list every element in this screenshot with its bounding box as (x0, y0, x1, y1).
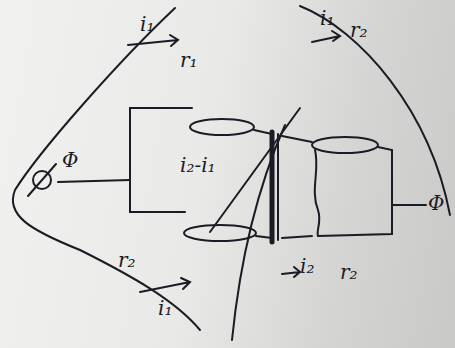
current-arrow (128, 35, 178, 46)
loop-curve (300, 6, 450, 215)
wire (392, 204, 426, 206)
resistance-label: r₂ (350, 20, 368, 40)
wire (254, 130, 272, 238)
resistance-label: r₂ (340, 262, 358, 282)
current-label: i₂-i₁ (180, 155, 216, 175)
resistance-label: r₂ (118, 250, 136, 270)
coil (315, 150, 320, 236)
current-arrow (312, 31, 340, 42)
flux-symbol (28, 164, 56, 196)
wire (282, 136, 312, 238)
current-label: i₁ (140, 14, 154, 34)
flux-label: Φ (62, 150, 78, 170)
resistance-label: r₁ (180, 50, 198, 70)
coil (184, 225, 256, 241)
wire (130, 211, 185, 213)
diagonal-line (210, 108, 300, 232)
wire (318, 147, 392, 236)
current-label: i₂ (300, 256, 314, 276)
loop-curve (13, 8, 200, 330)
core-bar (277, 134, 279, 240)
current-arrow (140, 278, 190, 292)
wire (58, 180, 130, 182)
loop-curve (232, 125, 285, 340)
current-arrow (282, 267, 300, 277)
current-label: i₁ (320, 8, 334, 28)
wire (129, 108, 131, 212)
coil (190, 119, 254, 135)
current-label: i₁ (158, 298, 172, 318)
wire (130, 107, 192, 109)
core-bar (270, 132, 275, 242)
coil (312, 137, 378, 153)
flux-label: Φ (428, 193, 444, 213)
